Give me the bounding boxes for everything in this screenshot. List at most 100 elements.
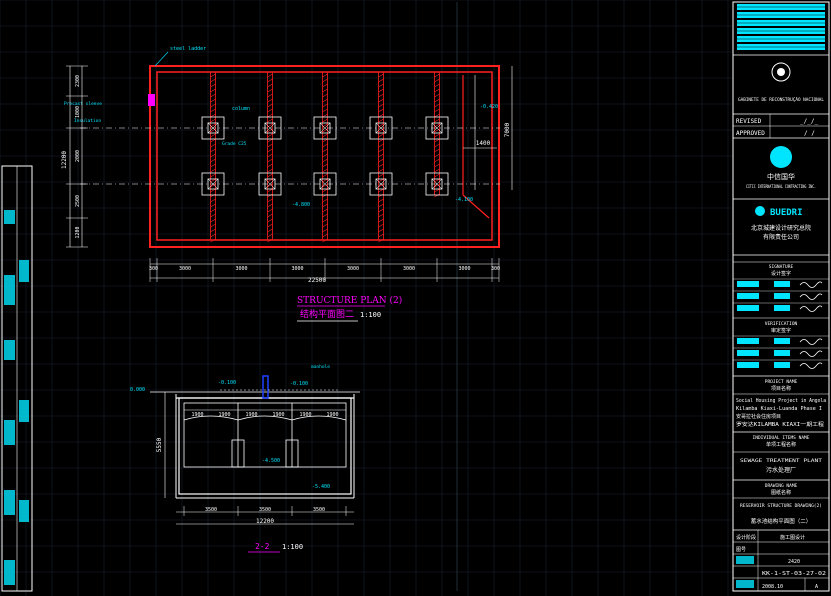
handwritten-signature [799,362,823,369]
signature-rows [733,278,829,312]
verification-rows [733,335,829,369]
plan-title-en: STRUCTURE PLAN (2) [297,295,402,306]
plan-dim-right: 7000 [504,122,511,137]
plan-outer-wall [149,65,500,248]
section-dim-bottom-label: 3500 [313,507,325,513]
plan-column [207,178,219,190]
plan-column-outer [258,116,282,140]
approved-label: APPROVED [736,130,765,137]
signature-name-bar [737,293,759,299]
label-column: column [232,106,250,112]
org-pt: GABINETE DE RECONSTRUÇÃO NACIONAL [738,96,824,103]
plan-dim-bottom-label: 3000 [235,266,247,272]
item-en: SEWAGE TREATMENT PLANT [740,458,822,464]
plan-dim-left-label: 2000 [75,150,81,162]
bottom-5: A [815,584,818,590]
plan-column-outer [369,116,393,140]
plan-column-outer [313,116,337,140]
label-note-1: Precast sleeve [64,101,102,107]
drawing-cn: 图纸名称 [771,489,791,496]
section-outer-box [178,397,352,495]
handwritten-signature [799,338,823,345]
section-level-top: -0.100 [218,380,236,386]
section-dim-top-label: 1900 [272,412,284,418]
buedri-logo-icon [755,206,765,216]
plan-column-outer [313,172,337,196]
citic-cn: 中信国华 [767,172,795,181]
signature-cn: 设计签字 [771,270,791,277]
plan-dim-right-small: 1400 [476,140,491,147]
plan-dim-bottom-label: 300 [491,266,500,272]
plan-column-outer [201,172,225,196]
section-level-bottom: -5.400 [312,484,330,490]
revised-value: _/_/_ [800,118,818,125]
signature-name-bar [737,305,759,311]
plan-column-outer [201,116,225,140]
signature-name-bar [737,281,759,287]
project-cn-detail2: 罗安达KILAMBA KIAXI一期工程 [736,421,824,428]
plan-column [375,178,387,190]
plan-dim-left-label: 2300 [75,75,81,87]
signature-name-bar [737,338,759,344]
section-dim-top-label: 1900 [218,412,230,418]
item-cn2: 污水处理厂 [766,466,796,474]
section-dim-bottom-label: 3500 [259,507,271,513]
handwritten-signature [799,305,823,312]
plan-column [264,122,276,134]
bottom-1v: 施工图设计 [780,534,805,541]
plan-column-outer [369,172,393,196]
partition-wall [378,71,384,241]
signature-label: SIGNATURE [769,264,794,270]
label-note-3: Grade C25 [222,141,247,147]
buedri-cn-1: 北京城建设计研究总院 [751,224,811,232]
section-dim-height: 5550 [156,437,163,452]
buedri: BUEDRI [770,208,803,218]
angola-emblem [771,62,791,82]
structure-plan: steel ladder column -0.420 -4.800 -4.100… [61,46,513,322]
signature-name-bar [737,362,759,368]
plan-column [431,122,443,134]
plan-column-outer [425,116,449,140]
partition-wall [210,71,216,241]
label-level-b: -4.800 [292,202,310,208]
project-label: PROJECT NAME [765,379,798,385]
plan-columns [201,116,449,196]
section-dimensions-bottom: 3500 3500 3500 [183,506,347,516]
bottom-1: 设计阶段 [736,534,756,541]
plan-title-cn: 结构平面图二 [300,308,354,320]
citic-logo-icon [770,146,792,168]
plan-dim-left-label: 2500 [75,195,81,207]
plan-column-outer [425,172,449,196]
signature-role-bar [774,293,790,299]
signature-role-bar [774,305,790,311]
plan-column-outer [258,172,282,196]
verification-label: VERIFICATION [765,321,798,327]
bottom-2v: 2420 [788,559,800,565]
signature-role-bar [774,362,790,368]
drawing-en: RESERVOIR STRUCTURE DRAWING(2) [740,503,822,509]
title-block-top-bars [737,4,825,50]
handwritten-signature [799,293,823,300]
plan-dim-left-label: 1000 [75,106,81,118]
signature-name-bar [737,350,759,356]
handwritten-signature [799,281,823,288]
plan-column [375,122,387,134]
item-cn: 单项工程名称 [766,441,796,448]
section-dim-total: 12200 [256,518,274,525]
approved-value: / / [804,130,815,137]
bottom-2: 图号 [736,547,746,553]
plan-column [319,122,331,134]
section-scale: 1:100 [282,543,303,551]
revised-label: REVISED [736,118,762,125]
section-dim-bottom-label: 3500 [205,507,217,513]
drawing-cn2: 蓄水池结构平面图（二） [751,517,812,525]
section-level-ground: 0.000 [130,387,145,393]
plan-dim-bottom-label: 3000 [291,266,303,272]
project-cn-detail: 安哥拉社会住房项目 [736,413,781,420]
partition-wall [267,71,273,241]
signature-role-bar [774,350,790,356]
section-label-2: -0.100 [290,381,308,387]
